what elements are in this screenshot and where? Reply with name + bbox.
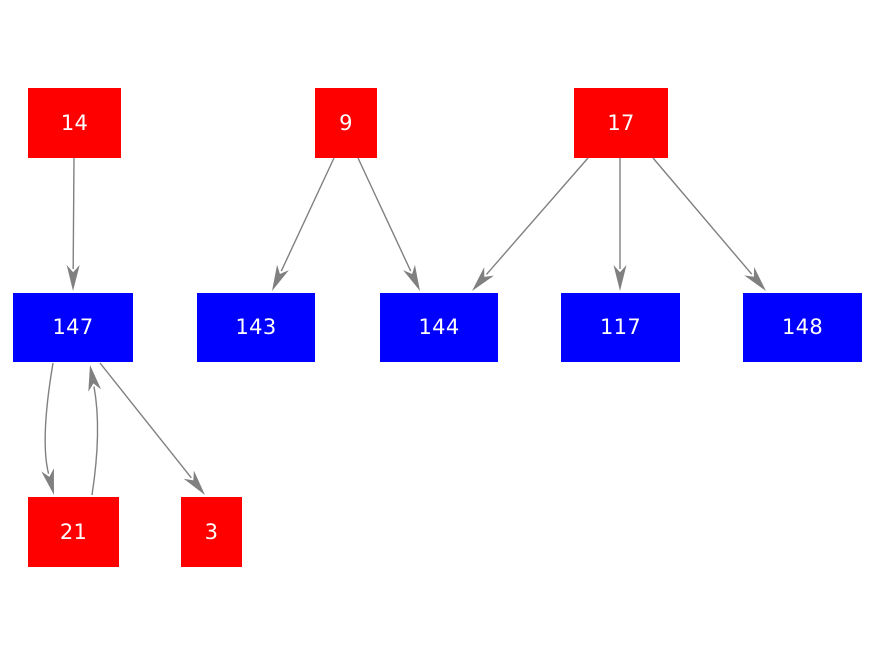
edge-line (280, 157, 335, 272)
edge-path (91, 386, 99, 496)
edge-line (485, 157, 589, 275)
graph-edge-17-to-144[interactable] (472, 157, 589, 291)
arrowhead-icon (66, 264, 80, 291)
graph-node-14[interactable]: 14 (28, 88, 121, 158)
graph-edge-147-to-21[interactable] (41, 362, 54, 495)
arrowhead-icon (183, 470, 205, 495)
graph-node-148[interactable]: 148 (743, 293, 862, 362)
graph-node-label: 148 (782, 315, 823, 339)
graph-node-label: 117 (600, 315, 641, 339)
graph-node-143[interactable]: 143 (197, 293, 315, 362)
arrowhead-icon (88, 365, 102, 392)
graph-node-17[interactable]: 17 (574, 88, 668, 158)
arrowhead-icon (744, 266, 766, 291)
edge-line (99, 362, 192, 479)
graph-node-label: 9 (339, 110, 353, 135)
edge-line (357, 157, 412, 272)
edge-line (72, 157, 75, 270)
graph-node-144[interactable]: 144 (380, 293, 498, 362)
graph-edge-17-to-148[interactable] (652, 157, 766, 291)
arrowhead-icon (403, 264, 420, 291)
graph-edge-9-to-143[interactable] (272, 157, 335, 291)
graph-edge-14-to-147[interactable] (66, 157, 80, 291)
edge-line (652, 157, 753, 275)
graph-node-label: 144 (418, 315, 460, 339)
arrowhead-icon (613, 265, 627, 291)
arrowhead-icon (41, 468, 54, 495)
graph-node-147[interactable]: 147 (13, 293, 133, 362)
graph-node-label: 17 (607, 110, 635, 135)
arrowhead-icon (472, 267, 494, 291)
graph-node-3[interactable]: 3 (181, 497, 242, 567)
graph-edge-17-to-117[interactable] (613, 158, 627, 291)
graph-edge-9-to-144[interactable] (357, 157, 420, 291)
graph-node-117[interactable]: 117 (561, 293, 680, 362)
graph-node-label: 143 (235, 315, 277, 339)
graph-node-21[interactable]: 21 (28, 497, 119, 567)
graph-node-label: 147 (52, 315, 94, 339)
edge-path (44, 362, 54, 474)
graph-edge-21-to-147[interactable] (88, 365, 102, 496)
graph-node-label: 3 (204, 519, 219, 544)
graph-node-label: 21 (59, 519, 88, 544)
graph-node-9[interactable]: 9 (315, 88, 377, 158)
graph-node-label: 14 (60, 110, 89, 135)
graph-edge-147-to-3[interactable] (99, 362, 205, 495)
arrowhead-icon (272, 264, 289, 291)
